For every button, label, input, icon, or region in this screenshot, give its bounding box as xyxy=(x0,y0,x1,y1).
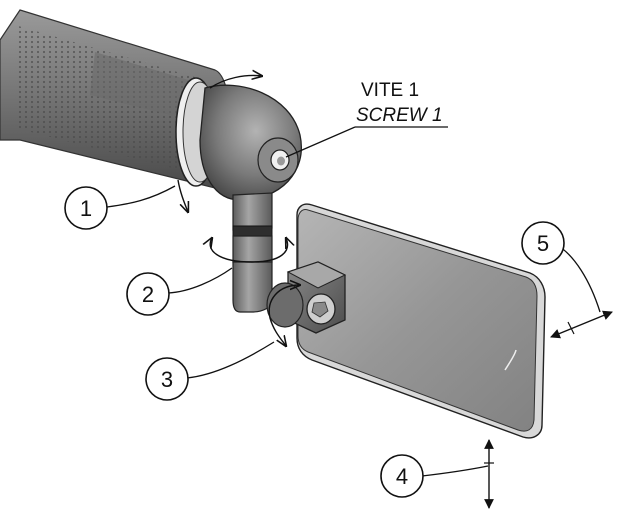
callout-2: 2 xyxy=(126,272,170,316)
screw-label-leader xyxy=(285,126,448,158)
callout-5: 5 xyxy=(521,221,565,265)
callout-2-label: 2 xyxy=(142,282,154,307)
rotation-arrow-pivot xyxy=(268,285,300,346)
mirror-body xyxy=(296,203,546,439)
callout-3: 3 xyxy=(145,357,189,401)
bar-end-cap xyxy=(199,84,302,201)
rotation-arrow-stem xyxy=(210,238,287,263)
pivot-block xyxy=(266,261,347,334)
callout-3-leader xyxy=(186,341,275,379)
screw-label-italian: VITE 1 xyxy=(361,80,419,101)
handlebar-grip xyxy=(0,9,232,189)
callout-4-leader xyxy=(421,465,489,477)
mount-stem xyxy=(232,192,273,313)
callout-5-label: 5 xyxy=(537,231,549,256)
callout-1: 1 xyxy=(64,186,108,230)
callout-4: 4 xyxy=(380,454,424,498)
screw-1-head xyxy=(270,149,290,171)
callout-2-leader xyxy=(167,267,233,294)
callout-1-leader xyxy=(106,185,176,208)
rotation-arrow-grip xyxy=(177,76,262,213)
callout-leaders xyxy=(106,185,601,477)
callout-5-leader xyxy=(556,244,601,313)
depth-adjust-arrow xyxy=(550,310,613,339)
callout-3-label: 3 xyxy=(161,367,173,392)
callout-4-label: 4 xyxy=(396,464,408,489)
screw-label-english: SCREW 1 xyxy=(356,105,443,126)
vertical-adjust-arrow xyxy=(484,439,494,509)
pivot-bolt xyxy=(306,293,336,325)
callout-1-label: 1 xyxy=(80,196,92,221)
